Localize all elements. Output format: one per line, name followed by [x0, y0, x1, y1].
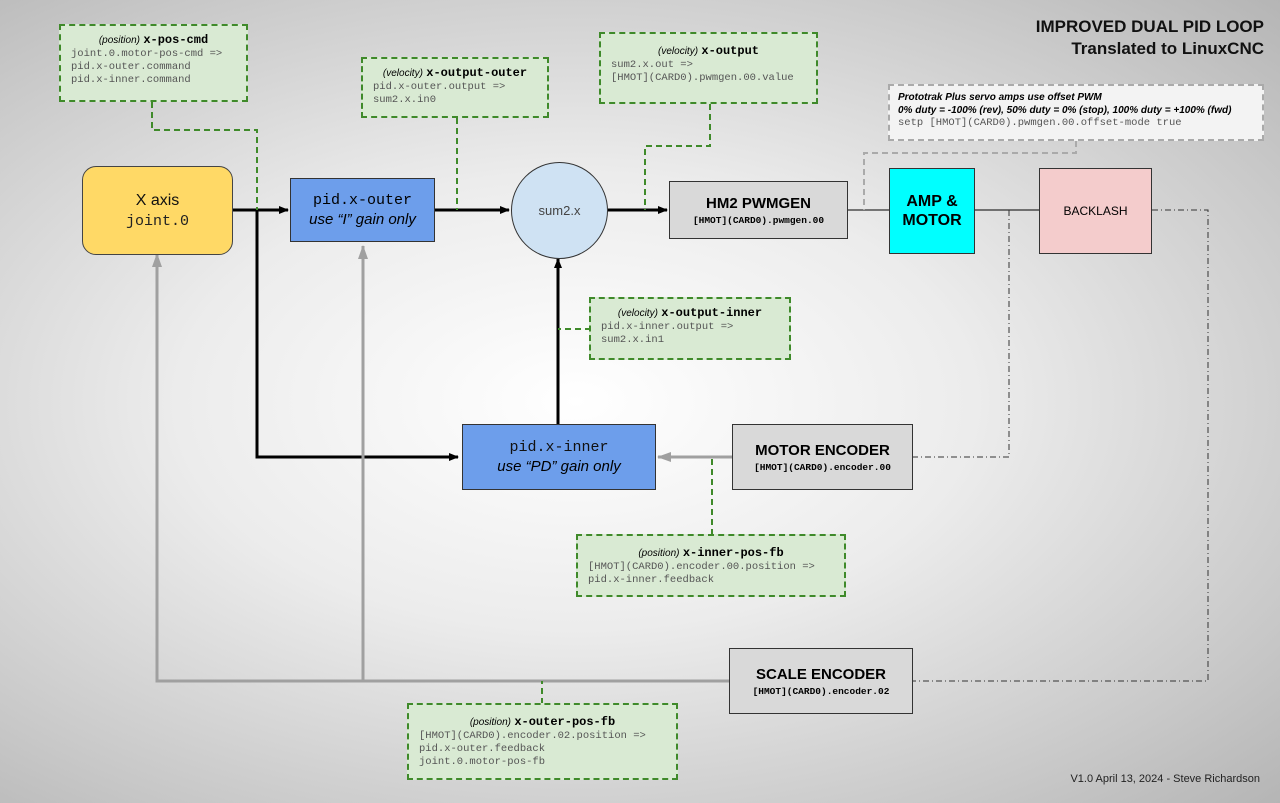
note-x-pos-cmd-type: (position): [98, 35, 140, 46]
pid-inner-gain: use “PD” gain only: [497, 458, 621, 475]
note-x-outer-pos-fb-signal: x-outer-pos-fb: [514, 715, 616, 729]
note-x-output-inner-line: pid.x-inner.output =>: [601, 321, 734, 333]
pwm-note-title: Prototrak Plus servo amps use offset PWM: [898, 92, 1102, 103]
wire-scale-encoder-feedback: [152, 253, 729, 683]
feedback-path: [152, 245, 732, 683]
diagram-subtitle: Translated to LinuxCNC: [1071, 39, 1264, 58]
note-x-inner-pos-fb-type: (position): [638, 548, 680, 559]
pwmgen-pin: [HMOT](CARD0).pwmgen.00: [692, 214, 825, 226]
backlash-label: BACKLASH: [1063, 204, 1128, 218]
motor-encoder-label: MOTOR ENCODER: [755, 441, 890, 459]
note-x-output-outer-line: pid.x-outer.output =>: [373, 81, 506, 93]
wire-xaxis-to-pid-inner: [255, 210, 459, 461]
note-x-output-signal: x-output: [701, 44, 759, 58]
leader-x-pos-cmd: [151, 102, 258, 210]
note-x-outer-pos-fb-line: [HMOT](CARD0).encoder.02.position =>: [419, 730, 646, 742]
pwm-note-duty: 0% duty = -100% (rev), 50% duty = 0% (st…: [898, 105, 1232, 116]
pwm-note-setp: setp [HMOT](CARD0).pwmgen.00.offset-mode…: [898, 117, 1182, 129]
note-x-inner-pos-fb: (position) x-inner-pos-fb [HMOT](CARD0).…: [576, 534, 846, 597]
backlash-block: BACKLASH: [1039, 168, 1152, 254]
note-x-output-inner-line: sum2.x.in1: [601, 334, 665, 346]
note-x-output-inner-type: (velocity): [617, 308, 658, 319]
note-x-pos-cmd-signal: x-pos-cmd: [143, 33, 209, 47]
note-x-output-line: sum2.x.out =>: [611, 59, 693, 71]
link-backlash-to-scale-encoder: [913, 209, 1209, 682]
sum2-label: sum2.x: [538, 203, 581, 218]
note-x-pos-cmd-line: pid.x-outer.command: [71, 61, 191, 73]
note-x-outer-pos-fb-line: joint.0.motor-pos-fb: [419, 756, 546, 768]
link-amp-to-motor-encoder: [913, 210, 1010, 458]
note-x-pos-cmd-line: pid.x-inner.command: [71, 74, 191, 86]
note-x-inner-pos-fb-line: pid.x-inner.feedback: [588, 574, 715, 586]
scale-encoder-pin: [HMOT](CARD0).encoder.02: [752, 685, 890, 697]
motor-encoder-pin: [HMOT](CARD0).encoder.00: [754, 461, 891, 473]
pwm-offset-note: Prototrak Plus servo amps use offset PWM…: [888, 84, 1264, 141]
pid-outer-label: pid.x-outer: [312, 192, 413, 209]
amp-motor-block: AMP & MOTOR: [889, 168, 975, 254]
pid-inner-label: pid.x-inner: [509, 439, 609, 456]
pwmgen-label: HM2 PWMGEN: [706, 194, 811, 212]
amp-motor-label-1: AMP &: [906, 193, 958, 210]
note-x-output-inner: (velocity) x-output-inner pid.x-inner.ou…: [589, 297, 791, 360]
note-x-outer-pos-fb-line: pid.x-outer.feedback: [419, 743, 546, 755]
pwmgen-block: HM2 PWMGEN [HMOT](CARD0).pwmgen.00: [669, 181, 848, 239]
scale-encoder-block: SCALE ENCODER [HMOT](CARD0).encoder.02: [729, 648, 913, 714]
note-x-output: (velocity) x-output sum2.x.out => [HMOT]…: [599, 32, 818, 104]
scale-encoder-label: SCALE ENCODER: [755, 665, 886, 683]
x-axis-label: X axis: [135, 191, 180, 209]
note-x-outer-pos-fb-type: (position): [469, 717, 511, 728]
note-x-output-outer: (velocity) x-output-outer pid.x-outer.ou…: [361, 57, 549, 118]
leader-x-output: [644, 104, 711, 210]
note-x-inner-pos-fb-signal: x-inner-pos-fb: [682, 546, 784, 560]
note-x-output-outer-signal: x-output-outer: [426, 66, 528, 80]
pid-inner-block: pid.x-inner use “PD” gain only: [462, 424, 656, 490]
note-x-output-outer-type: (velocity): [382, 68, 423, 79]
note-x-pos-cmd: (position) x-pos-cmd joint.0.motor-pos-c…: [59, 24, 248, 102]
sum2-block: sum2.x: [511, 162, 608, 259]
note-x-output-line: [HMOT](CARD0).pwmgen.00.value: [611, 72, 794, 84]
note-x-output-outer-line: sum2.x.in0: [373, 94, 437, 106]
note-x-inner-pos-fb-line: [HMOT](CARD0).encoder.00.position =>: [588, 561, 815, 573]
leader-pwm-note: [863, 141, 1077, 210]
note-x-output-inner-signal: x-output-inner: [661, 306, 763, 320]
motor-encoder-block: MOTOR ENCODER [HMOT](CARD0).encoder.00: [732, 424, 913, 490]
note-x-pos-cmd-line: joint.0.motor-pos-cmd =>: [71, 48, 223, 60]
note-x-output-type: (velocity): [658, 46, 699, 57]
version-footer: V1.0 April 13, 2024 - Steve Richardson: [1070, 773, 1260, 785]
amp-motor-label-2: MOTOR: [902, 212, 962, 229]
note-x-outer-pos-fb: (position) x-outer-pos-fb [HMOT](CARD0).…: [407, 703, 678, 780]
diagram-title: IMPROVED DUAL PID LOOP: [1035, 17, 1264, 36]
pid-outer-gain: use “I” gain only: [309, 211, 416, 228]
command-path: [233, 206, 668, 461]
x-axis-joint: joint.0: [125, 212, 189, 230]
x-axis-block: X axis joint.0: [82, 166, 233, 255]
pid-outer-block: pid.x-outer use “I” gain only: [290, 178, 435, 242]
